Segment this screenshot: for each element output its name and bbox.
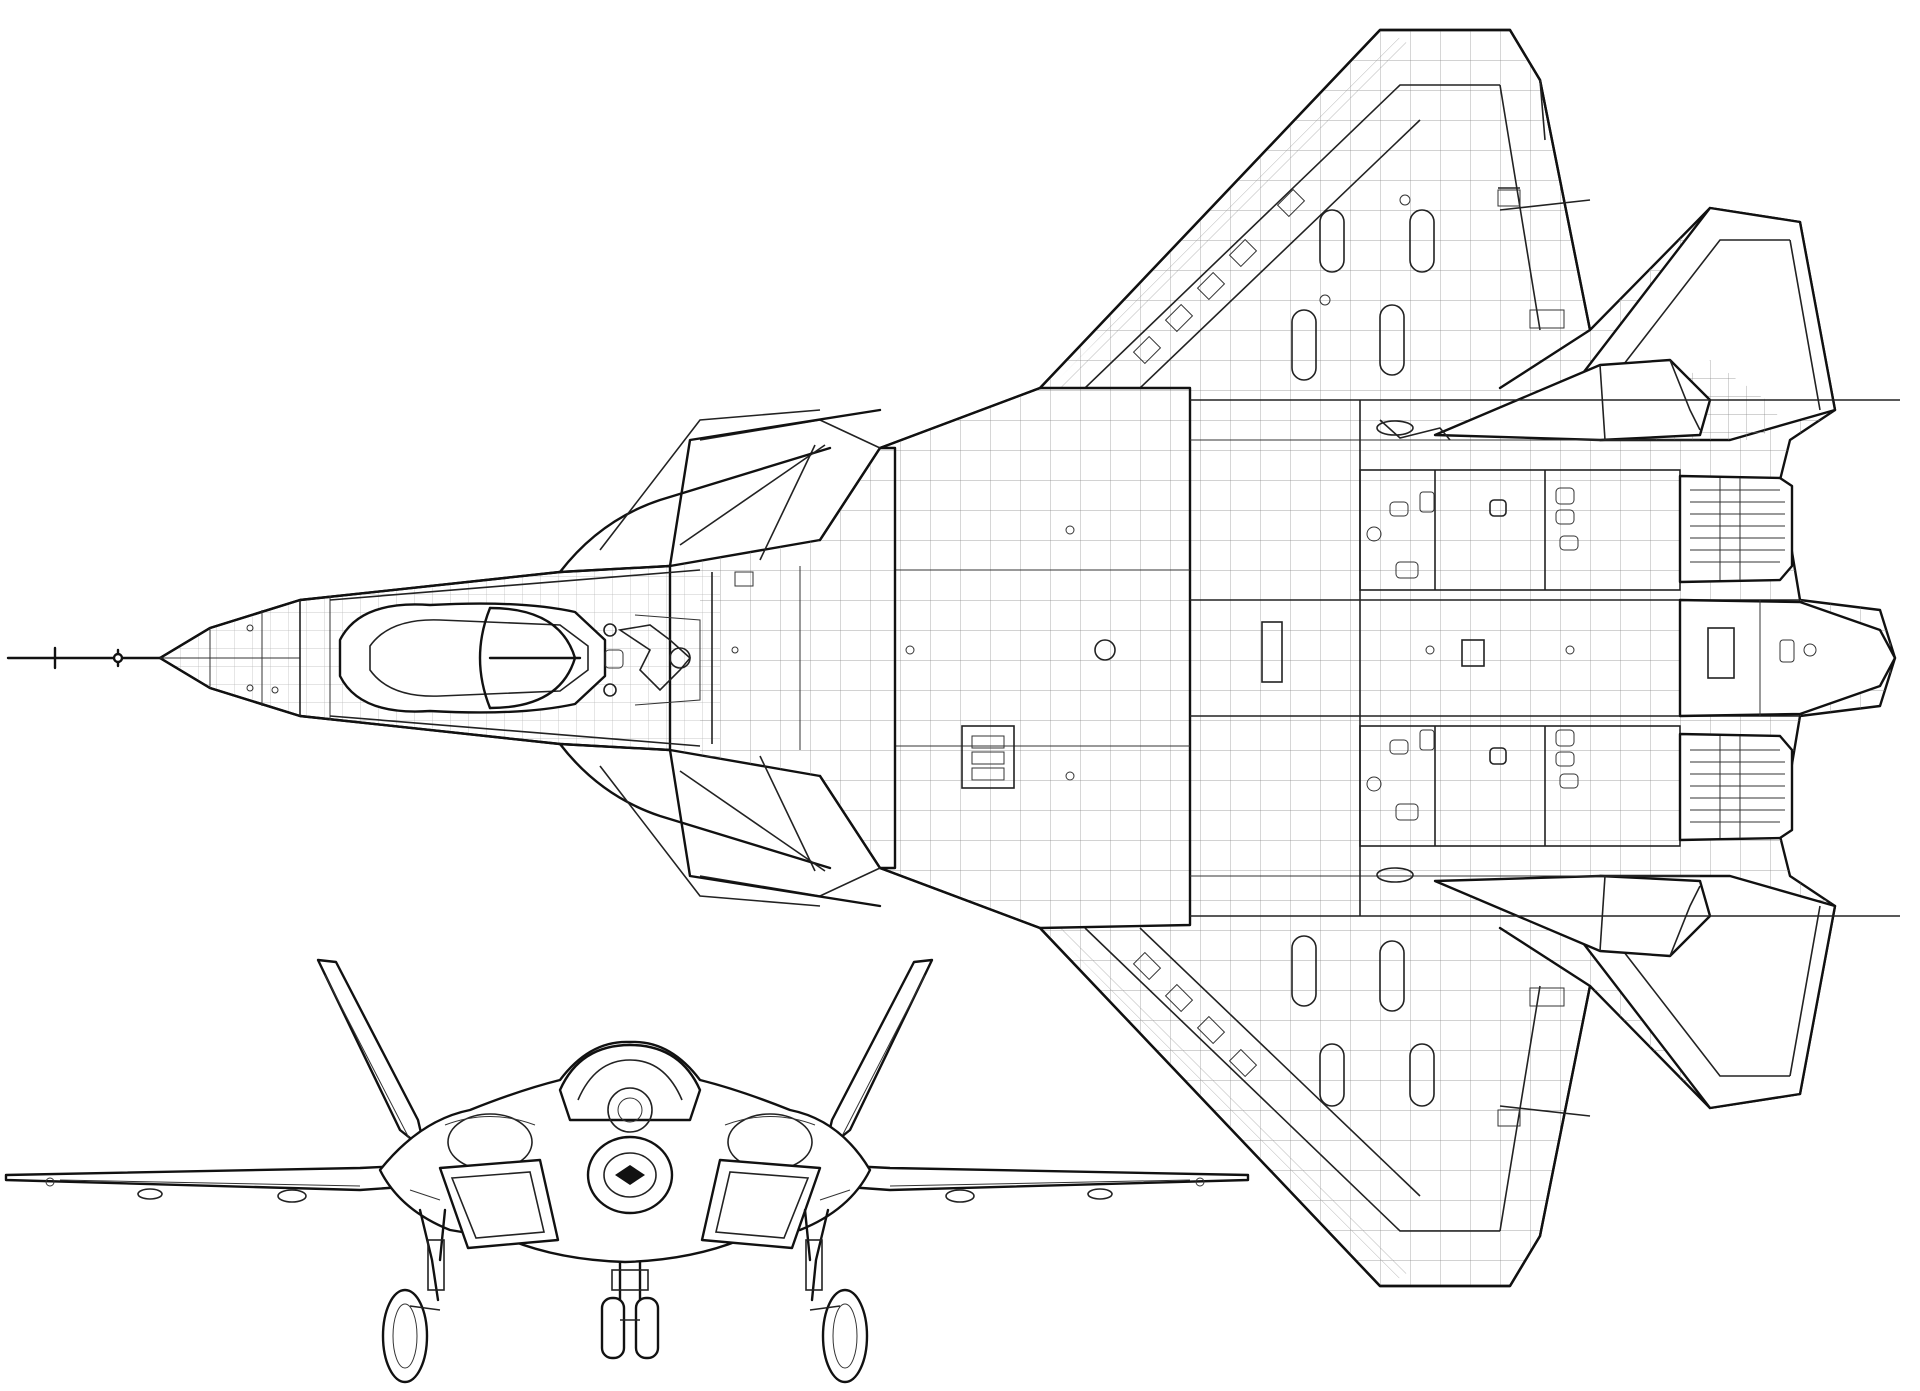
top-plan-view — [6, 28, 1900, 1288]
front-view — [4, 958, 1250, 1384]
cockpit-canopy — [338, 602, 701, 714]
engine-nozzle-lower — [1678, 732, 1794, 842]
front-view-landing-gear — [381, 1208, 869, 1384]
center-fuselage — [668, 386, 1900, 930]
upper-wing — [1038, 28, 1592, 390]
tail-cone — [1678, 598, 1897, 718]
engine-nozzle-upper — [1678, 474, 1794, 584]
pitot-probe — [6, 646, 162, 670]
engine-bay-lower — [1359, 725, 1681, 883]
access-hatch — [961, 725, 1015, 789]
leading-edge-extension — [558, 409, 832, 907]
front-view-fuselage — [378, 1040, 872, 1264]
forward-fuselage — [158, 564, 801, 752]
lower-wing — [1038, 926, 1592, 1288]
